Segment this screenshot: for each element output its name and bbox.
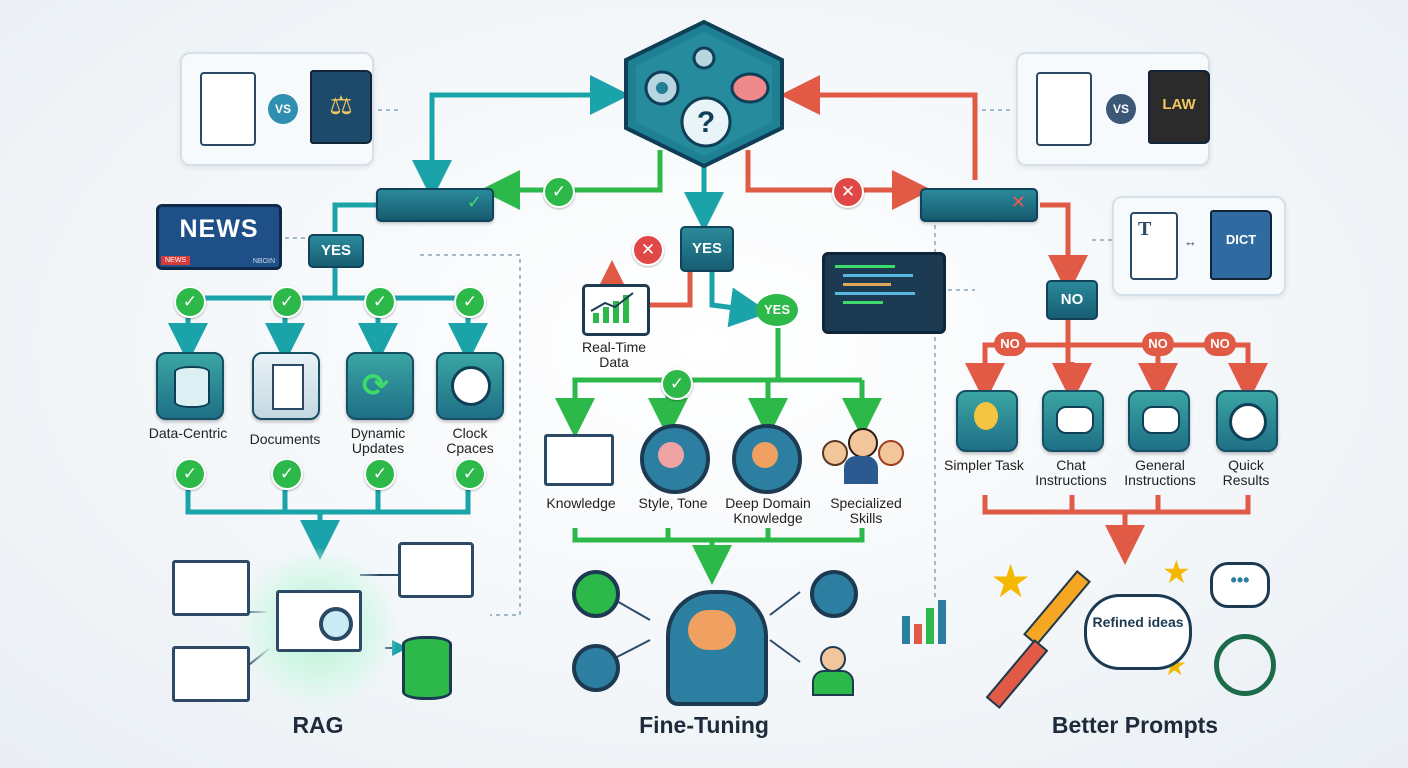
- refined-ideas-label: Refined ideas: [1092, 614, 1184, 630]
- star-icon: ★: [1162, 554, 1191, 590]
- realtime-label: Real-Time Data: [581, 339, 647, 370]
- check-badge-icon: ✓: [174, 458, 206, 490]
- bar-chart-icon: [900, 594, 960, 644]
- people-icon: [806, 646, 858, 696]
- chat-bubbles-icon: [1042, 390, 1104, 452]
- yes-pill-center: YES: [680, 226, 734, 272]
- book-search-icon: [276, 590, 362, 652]
- swap-arrows-icon: ↔: [1184, 234, 1197, 249]
- law-label: LAW: [1162, 96, 1196, 113]
- document-icon: T: [1130, 212, 1178, 280]
- check-badge-icon: ✓: [454, 458, 486, 490]
- news-badge: NEWS NEWS NBOIN: [156, 204, 282, 270]
- prompts-decision-bar: ✕: [920, 188, 1038, 222]
- bp-item-label: Chat Instructions: [1035, 457, 1107, 488]
- chat-bubble-icon: [1128, 390, 1190, 452]
- x-badge-icon: ✕: [632, 234, 664, 266]
- yes-circle: YES: [756, 294, 798, 326]
- rag-item-label: Clock Cpaces: [446, 425, 494, 456]
- news-label: NEWS: [179, 215, 259, 243]
- speech-bubble-icon: •••: [1210, 562, 1270, 608]
- check-badge-icon: ✓: [271, 458, 303, 490]
- target-icon: [1214, 634, 1276, 696]
- svg-text:?: ?: [697, 106, 715, 139]
- no-tag: NO: [994, 332, 1026, 356]
- ft-item-label: Style, Tone: [638, 495, 708, 511]
- scales-icon: ⚖: [329, 90, 353, 120]
- clock-icon: [436, 352, 504, 420]
- better-prompts-title: Better Prompts: [1051, 712, 1219, 738]
- dict-label: DICT: [1225, 232, 1257, 247]
- clipboard-icon: [1036, 72, 1092, 146]
- rag-title: RAG: [292, 712, 344, 738]
- comparison-card-right: VS LAW: [1016, 52, 1210, 166]
- x-badge-icon: ✕: [832, 176, 864, 208]
- brain-head-icon: [666, 590, 768, 706]
- rag-item-label: Dynamic Updates: [350, 425, 406, 456]
- check-badge-icon: ✓: [271, 286, 303, 318]
- check-badge-icon: ✓: [661, 368, 693, 400]
- dictionary-card: T ↔ DICT: [1112, 196, 1286, 296]
- star-icon: ★: [990, 555, 1032, 607]
- finetuning-title: Fine-Tuning: [639, 712, 769, 738]
- speedometer-icon: [1216, 390, 1278, 452]
- open-book-icon: [544, 428, 614, 488]
- lightbulb-icon: [956, 390, 1018, 452]
- ft-item-label: Deep Domain Knowledge: [725, 495, 811, 526]
- x-icon: ✕: [1010, 192, 1026, 212]
- bp-item-label: General Instructions: [1124, 457, 1196, 488]
- vs-badge: VS: [1106, 94, 1136, 124]
- rag-item-label: Data-Centric: [148, 425, 228, 441]
- bp-item-label: Simpler Task: [944, 457, 1024, 473]
- vs-badge: VS: [268, 94, 298, 124]
- bp-item-label: Quick Results: [1222, 457, 1270, 488]
- dictionary-book-icon: DICT: [1210, 210, 1272, 280]
- comparison-card-left: VS ⚖: [180, 52, 374, 166]
- check-badge-icon: ✓: [454, 286, 486, 318]
- database-search-icon: [402, 636, 452, 700]
- ft-item-label: Knowledge: [546, 495, 616, 511]
- gear-icon: [572, 644, 620, 692]
- gear-icon: [572, 570, 620, 618]
- law-book-icon: LAW: [1148, 70, 1210, 144]
- web-search-icon: [398, 542, 474, 598]
- no-tag: NO: [1204, 332, 1236, 356]
- clipboard-icon: [200, 72, 256, 146]
- law-book-icon: ⚖: [310, 70, 372, 144]
- ft-item-label: Specialized Skills: [830, 495, 902, 526]
- gear-brain-icon: [640, 424, 710, 494]
- database-icon: [156, 352, 224, 420]
- check-badge-icon: ✓: [364, 458, 396, 490]
- check-icon: ✓: [466, 192, 482, 212]
- check-badge-icon: ✓: [543, 176, 575, 208]
- news-ticker-b: NBOIN: [252, 258, 275, 265]
- thought-cloud-icon: Refined ideas: [1084, 594, 1192, 670]
- team-icon: [818, 418, 904, 488]
- open-book-icon: [172, 560, 250, 616]
- check-badge-icon: ✓: [174, 286, 206, 318]
- refresh-icon: ⟳: [346, 352, 414, 420]
- question-hexagon-icon: ?: [624, 19, 784, 169]
- open-book-icon: [172, 646, 250, 702]
- chart-monitor-icon: [582, 284, 650, 336]
- check-badge-icon: ✓: [364, 286, 396, 318]
- rag-item-label: Documents: [249, 431, 321, 447]
- rag-decision-bar: ✓: [376, 188, 494, 222]
- news-ticker-a: NEWS: [161, 256, 190, 265]
- yes-pill-left: YES: [308, 234, 364, 268]
- document-icon: [252, 352, 320, 420]
- code-screen-icon: [822, 252, 946, 334]
- no-tag: NO: [1142, 332, 1174, 356]
- head-gear-icon: [732, 424, 802, 494]
- no-pill-right: NO: [1046, 280, 1098, 320]
- gear-icon: [810, 570, 858, 618]
